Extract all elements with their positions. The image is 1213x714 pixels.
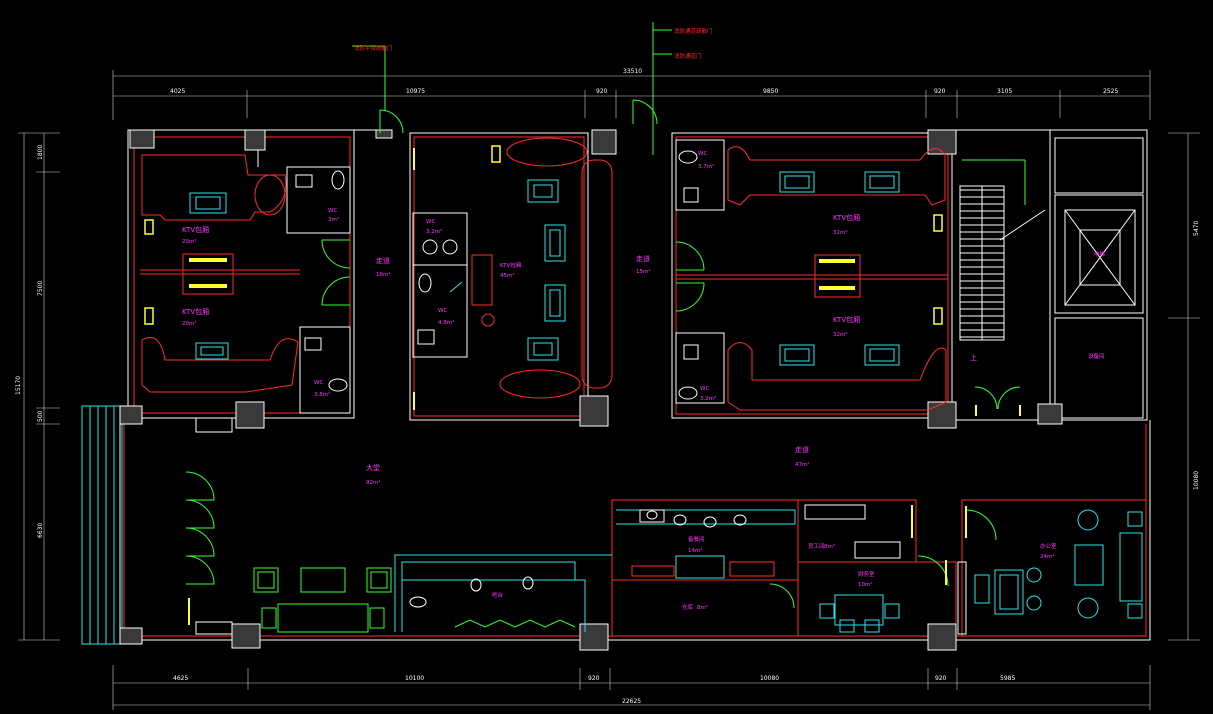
room-label-office: 办公室 [1040, 542, 1057, 550]
elevator-shaft [1064, 209, 1136, 306]
room-label-bar: 吧台 [492, 591, 504, 599]
room-area-ktv-4: 32m² [833, 331, 848, 338]
room-area-wc-1: 3m² [328, 216, 339, 223]
room-area-finance: 10m² [858, 581, 873, 588]
dim-bottom-seg: 5985 [1000, 675, 1015, 682]
dim-bottom-seg: 10100 [405, 675, 424, 682]
dim-top-seg: 9850 [763, 88, 778, 95]
room-label-finance: 财务室 [858, 570, 875, 578]
room-area-wc-2: 3.8m² [314, 391, 330, 398]
room-label-ktv-2: KTV包厢 [182, 307, 209, 316]
room-area-pantry: 14m² [688, 547, 703, 554]
note-fire-door-left: 消防平台疏散门 [354, 44, 393, 52]
room-label-elevator: 电梯 [1094, 250, 1106, 258]
ktv-room-3-furniture [727, 146, 946, 298]
dim-bottom-seg: 920 [588, 675, 600, 682]
room-area-wc-6: 3.2m² [700, 395, 716, 402]
room-label-ktv-1: KTV包厢 [182, 225, 209, 234]
room-area-corridor-3: 47m² [795, 461, 810, 468]
dim-top-seg: 2525 [1103, 88, 1118, 95]
room-label-corridor-3: 走道 [795, 445, 809, 454]
dim-bottom-seg: 10080 [760, 675, 779, 682]
stairwell [959, 159, 1046, 341]
room-label-staff-room: 员工间 [808, 542, 825, 550]
annotation-notes: 消防平台疏散门 消防通道疏散门 消防通道门 [352, 22, 713, 155]
door-leaves [144, 145, 1021, 625]
bottom-dimension-chain: 4625 10100 920 10080 920 5985 22625 [112, 665, 1151, 710]
room-area-ktv-3: 32m² [833, 229, 848, 236]
room-area-ktv-big: 45m² [500, 272, 515, 279]
room-labels: KTV包厢 20m² KTV包厢 20m² WC 3m² WC 3.8m² 走道… [182, 151, 1106, 611]
pantry-bar-furniture [616, 509, 796, 579]
dim-bottom-seg: 920 [935, 675, 947, 682]
dim-left-seg: 7500 [37, 281, 44, 296]
room-area-hall: 92m² [366, 479, 381, 486]
wc-fixtures [295, 150, 699, 400]
left-dimension-chain: 1800 7500 500 6630 15170 [15, 132, 60, 641]
room-area-office: 24m² [1040, 553, 1055, 560]
dim-top-seg: 920 [596, 88, 608, 95]
room-label-equipment: 设备间 [1088, 352, 1105, 360]
ktv-room-2-furniture [141, 337, 299, 393]
room-area-ktv-1: 20m² [182, 238, 197, 245]
room-label-storage: 仓库 [682, 603, 694, 611]
dim-top-total: 33510 [623, 68, 642, 75]
dim-left-seg: 500 [37, 410, 44, 422]
dim-top-seg: 920 [934, 88, 946, 95]
room-area-corridor-1: 16m² [376, 271, 391, 278]
top-dimension-chain: 33510 4025 10975 920 9850 920 3105 2525 [112, 68, 1151, 120]
dim-left-seg: 6630 [37, 523, 44, 538]
dim-right-seg: 10080 [1193, 471, 1200, 490]
room-label-ktv-4: KTV包厢 [833, 315, 860, 324]
dim-right-seg: 5470 [1193, 221, 1200, 236]
dim-bottom-seg: 4625 [173, 675, 188, 682]
room-area-wc-5: 3.7m² [698, 163, 714, 170]
ktv-room-4-furniture [727, 342, 947, 411]
room-label-corridor-1: 走道 [376, 256, 390, 265]
ktv-room-1-furniture [141, 154, 287, 295]
room-area-corridor-2: 15m² [636, 268, 651, 275]
staff-finance-office-furniture [804, 504, 1143, 635]
room-area-staff-room: 8m² [824, 543, 835, 550]
walls [81, 129, 1151, 645]
dim-top-seg: 4025 [170, 88, 185, 95]
dim-top-seg: 3105 [997, 88, 1012, 95]
room-label-pantry: 备餐间 [688, 535, 705, 543]
doors [185, 99, 1021, 609]
room-label-wc-4: WC [438, 308, 447, 314]
room-label-ktv-big: KTV包厢 [500, 261, 522, 269]
dim-left-seg: 1800 [37, 145, 44, 160]
room-area-wc-4: 4.8m² [438, 319, 454, 326]
room-label-wc-5: WC [698, 151, 707, 157]
dim-left-total: 15170 [15, 376, 22, 395]
room-label-wc-6: WC [700, 386, 709, 392]
room-label-wc-3: WC [426, 219, 435, 225]
room-label-hall: 大堂 [366, 463, 380, 472]
room-label-stair-up: 上 [970, 353, 977, 362]
room-label-wc-1: WC [328, 208, 337, 214]
room-area-wc-3: 3.2m² [426, 228, 442, 235]
ktv-big-furniture [449, 137, 613, 399]
room-label-corridor-2: 走道 [636, 254, 650, 263]
dim-top-seg: 10975 [406, 88, 425, 95]
dim-bottom-total: 22625 [622, 698, 641, 705]
note-fire-door-right-2: 消防通道门 [674, 52, 702, 60]
room-label-ktv-3: KTV包厢 [833, 213, 860, 222]
lobby-furniture [195, 417, 612, 635]
columns [119, 129, 1063, 651]
right-dimension-chain: 5470 10080 [1168, 132, 1200, 641]
room-label-wc-2: WC [314, 380, 323, 386]
room-area-storage: 8m² [697, 604, 708, 611]
room-area-ktv-2: 20m² [182, 320, 197, 327]
note-fire-door-right-1: 消防通道疏散门 [674, 27, 713, 35]
